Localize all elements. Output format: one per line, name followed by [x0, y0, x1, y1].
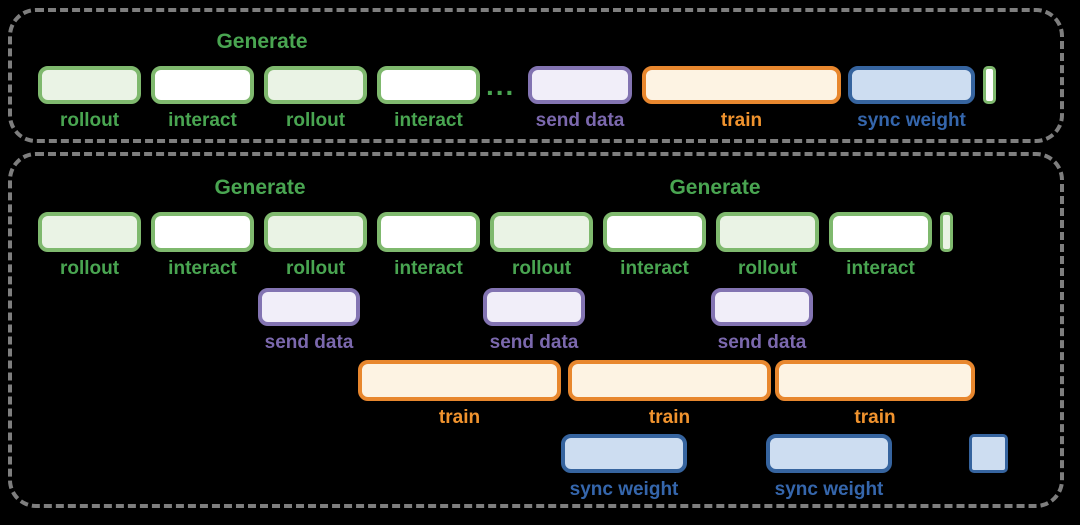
rollout-label: rollout	[285, 258, 346, 279]
interact-label: interact	[394, 258, 463, 279]
generate-heading: Generate	[216, 30, 308, 53]
sync-weight-label: sync weight	[857, 110, 966, 131]
interact-box	[829, 212, 932, 252]
interact-box	[603, 212, 706, 252]
train-box	[568, 360, 771, 401]
sync-weight-sliver-box	[969, 434, 1008, 473]
send-data-box	[528, 66, 632, 104]
send-data-box	[711, 288, 813, 326]
send-data-box	[258, 288, 360, 326]
panel-synchronous-pipeline	[8, 8, 1064, 143]
rollout-box	[490, 212, 593, 252]
sync-weight-box	[766, 434, 892, 473]
rollout-sliver-box	[940, 212, 953, 252]
train-box	[775, 360, 975, 401]
rollout-box	[716, 212, 819, 252]
rollout-label: rollout	[285, 110, 346, 131]
interact-sliver-box	[983, 66, 996, 104]
panel-async-pipeline	[8, 152, 1064, 508]
train-box	[642, 66, 841, 104]
send-data-box	[483, 288, 585, 326]
sync-weight-box	[848, 66, 975, 104]
interact-label: interact	[168, 110, 237, 131]
sync-weight-label: sync weight	[569, 479, 679, 500]
generate-heading: Generate	[214, 176, 306, 199]
ellipsis: ...	[486, 70, 516, 101]
train-box	[358, 360, 561, 401]
send-data-label: send data	[489, 332, 579, 353]
send-data-label: send data	[535, 110, 625, 131]
train-label: train	[854, 407, 896, 428]
rollout-label: rollout	[511, 258, 572, 279]
send-data-label: send data	[717, 332, 807, 353]
interact-label: interact	[620, 258, 689, 279]
interact-box	[151, 212, 254, 252]
sync-weight-label: sync weight	[774, 479, 884, 500]
generate-heading: Generate	[669, 176, 761, 199]
send-data-label: send data	[264, 332, 354, 353]
interact-box	[377, 212, 480, 252]
interact-box	[151, 66, 254, 104]
sync-weight-box	[561, 434, 687, 473]
interact-label: interact	[168, 258, 237, 279]
train-label: train	[648, 407, 691, 428]
rollout-label: rollout	[737, 258, 798, 279]
rollout-box	[38, 212, 141, 252]
rollout-label: rollout	[59, 258, 120, 279]
rollout-label: rollout	[59, 110, 120, 131]
interact-label: interact	[846, 258, 915, 279]
train-label: train	[438, 407, 481, 428]
interact-box	[377, 66, 480, 104]
rollout-box	[264, 66, 367, 104]
rollout-box	[264, 212, 367, 252]
rollout-box	[38, 66, 141, 104]
train-label: train	[720, 110, 763, 131]
interact-label: interact	[394, 110, 463, 131]
